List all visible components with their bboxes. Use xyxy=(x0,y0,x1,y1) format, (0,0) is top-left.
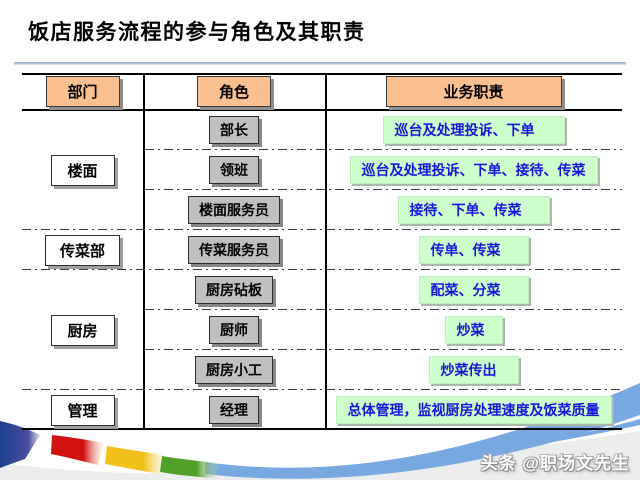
roles-table: 部门 角色 业务职责 楼面 传菜部 厨房 管理 部长 领班 楼面服务员 xyxy=(22,73,622,430)
navy-arc-segment xyxy=(0,421,40,468)
duty-box: 总体管理，监视厨房处理速度及饭菜质量 xyxy=(335,396,612,424)
role-box: 厨师 xyxy=(209,316,259,344)
role-box: 经理 xyxy=(209,396,259,424)
role-cell: 厨师 xyxy=(143,310,325,350)
duty-cell: 传单、传菜 xyxy=(325,230,622,270)
role-box: 领班 xyxy=(209,156,259,184)
role-cell: 领班 xyxy=(143,150,325,190)
header-cell-role: 角色 xyxy=(143,75,325,108)
row-separator-dashed xyxy=(145,189,622,190)
toutiao-watermark: 头条 @职场文先生 xyxy=(480,454,630,473)
role-header-box: 角色 xyxy=(197,76,271,107)
department-separator-dashed xyxy=(22,389,622,390)
red-arc-segment xyxy=(51,435,104,465)
department-box: 楼面 xyxy=(50,154,115,186)
duty-box: 炒菜 xyxy=(444,316,503,344)
row-separator-dashed xyxy=(145,149,622,150)
role-box: 厨房小工 xyxy=(195,356,273,384)
role-cell: 厨房小工 xyxy=(143,350,325,390)
gray-underlay-shape xyxy=(0,431,640,480)
role-cell: 厨房砧板 xyxy=(143,270,325,310)
department-cell-food-running: 传菜部 xyxy=(22,230,143,270)
department-header-box: 部门 xyxy=(45,76,120,107)
department-box: 厨房 xyxy=(50,314,115,346)
duty-box: 接待、下单、传菜 xyxy=(397,196,550,224)
bottom-swoosh-decoration xyxy=(0,383,640,480)
row-separator-dashed xyxy=(145,309,622,310)
column-separator-2 xyxy=(325,73,327,430)
department-box: 管理 xyxy=(50,394,115,426)
role-cell: 经理 xyxy=(143,390,325,430)
duty-box: 传单、传菜 xyxy=(418,236,529,264)
duty-cell: 接待、下单、传菜 xyxy=(325,190,622,230)
duty-cell: 配菜、分菜 xyxy=(325,270,622,310)
department-cell-floor: 楼面 xyxy=(22,110,143,230)
duty-box: 炒菜传出 xyxy=(428,356,519,384)
green-arc-segment xyxy=(160,456,218,478)
column-separator-1 xyxy=(143,73,145,430)
department-separator-dashed xyxy=(22,229,622,230)
yellow-arc-segment xyxy=(105,446,165,474)
row-separator-dashed xyxy=(145,349,622,350)
table-bottom-border xyxy=(22,428,622,430)
header-separator-line xyxy=(22,109,622,111)
role-cell: 楼面服务员 xyxy=(143,190,325,230)
department-cell-kitchen: 厨房 xyxy=(22,270,143,390)
role-box: 部长 xyxy=(209,116,259,144)
duty-cell: 炒菜 xyxy=(325,310,622,350)
header-cell-department: 部门 xyxy=(22,75,143,108)
duty-cell: 巡台及处理投诉、下单 xyxy=(325,110,622,150)
duty-box: 巡台及处理投诉、下单 xyxy=(382,116,565,144)
duty-header-box: 业务职责 xyxy=(385,76,562,107)
department-box: 传菜部 xyxy=(44,234,120,266)
page-title: 饭店服务流程的参与角色及其职责 xyxy=(28,21,366,44)
duty-cell: 炒菜传出 xyxy=(325,350,622,390)
duty-box: 巡台及处理投诉、下单、接待、传菜 xyxy=(349,156,598,184)
table-top-border xyxy=(22,73,622,75)
role-box: 厨房砧板 xyxy=(195,276,273,304)
role-cell: 传菜服务员 xyxy=(143,230,325,270)
duty-cell: 总体管理，监视厨房处理速度及饭菜质量 xyxy=(325,390,622,430)
title-separator xyxy=(14,62,626,65)
duty-box: 配菜、分菜 xyxy=(418,276,529,304)
department-cell-management: 管理 xyxy=(22,390,143,430)
role-box: 楼面服务员 xyxy=(188,196,280,224)
department-separator-dashed xyxy=(22,269,622,270)
header-cell-duty: 业务职责 xyxy=(325,75,622,108)
role-box: 传菜服务员 xyxy=(188,236,280,264)
duty-cell: 巡台及处理投诉、下单、接待、传菜 xyxy=(325,150,622,190)
role-cell: 部长 xyxy=(143,110,325,150)
blue-swoosh-band xyxy=(205,383,640,479)
